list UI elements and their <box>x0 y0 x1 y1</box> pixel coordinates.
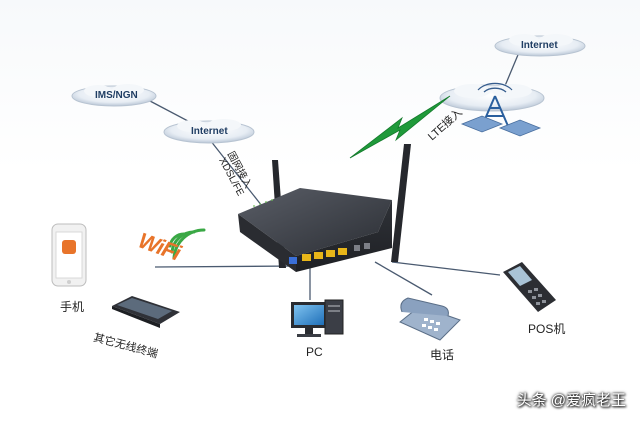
connection-lines <box>149 49 521 300</box>
link-router-phone <box>374 261 433 296</box>
telephone-icon <box>399 297 461 341</box>
link-internet-router <box>209 139 263 207</box>
usb-port <box>364 243 370 249</box>
cloud-internet-left-label: Internet <box>191 126 228 137</box>
label-pc: PC <box>306 345 323 359</box>
lan-ports <box>302 248 347 261</box>
cloud-tower-shape <box>439 84 545 112</box>
link-router-wifi <box>154 265 297 268</box>
router-status-leds <box>253 199 273 207</box>
watermark: 头条 @爱疯老王 <box>516 392 626 409</box>
tower-base-tiles <box>460 115 542 137</box>
pc-icon <box>291 299 344 337</box>
wan-port <box>289 257 297 264</box>
cloud-internet-right-label: Internet <box>521 40 558 51</box>
smartphone-icon <box>51 223 87 287</box>
label-pos: POS机 <box>528 322 566 336</box>
cloud-ims-ngn-shape <box>71 84 157 107</box>
tablet-icon <box>112 296 180 328</box>
lte-lightning-icon <box>349 95 451 159</box>
cloud-ims-ngn-label: IMS/NGN <box>95 90 138 101</box>
wifi-arcs-icon <box>168 228 206 260</box>
cloud-internet-left-shape <box>163 119 255 144</box>
pos-terminal-icon <box>503 262 556 312</box>
label-phone: 手机 <box>60 300 85 314</box>
cloud-internet-right-shape <box>494 34 586 57</box>
link-router-pos <box>391 261 501 276</box>
router-icon <box>238 188 392 272</box>
label-telephone: 电话 <box>430 348 455 362</box>
phone-port <box>354 245 360 251</box>
